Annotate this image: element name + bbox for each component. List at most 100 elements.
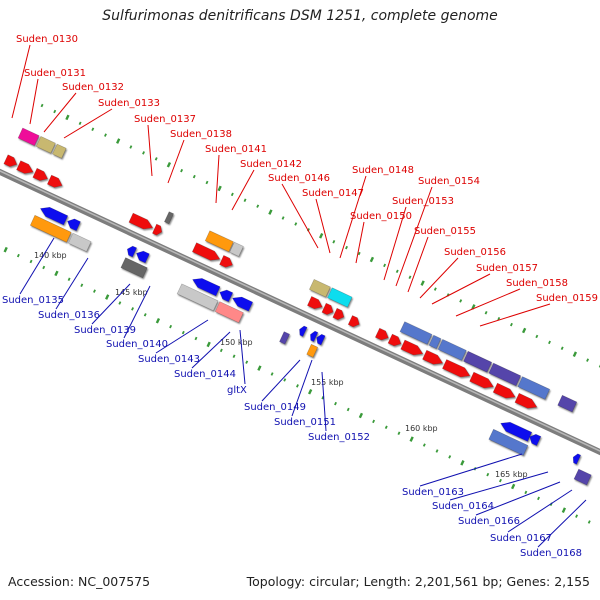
tick-mark — [78, 121, 82, 126]
tick-mark — [484, 311, 488, 315]
tick-mark — [104, 133, 107, 137]
gene-feature — [307, 295, 323, 310]
tick-mark — [586, 358, 590, 362]
tick-mark — [180, 168, 184, 173]
gene-label-forward: Suden_0142 — [240, 159, 302, 170]
gene-label-reverse: Suden_0163 — [402, 487, 464, 498]
gene-feature — [32, 167, 49, 181]
tick-mark — [345, 245, 348, 250]
gene-feature — [306, 343, 319, 358]
tick-mark — [230, 192, 234, 197]
gene-feature — [327, 287, 353, 308]
tick-mark — [395, 269, 399, 274]
leader-line — [55, 257, 89, 310]
gene-label-reverse: Suden_0168 — [520, 548, 582, 559]
gene-label-forward: Suden_0154 — [418, 176, 480, 187]
gene-feature — [437, 339, 467, 361]
tick-mark — [471, 304, 476, 310]
backbone-line — [0, 168, 600, 456]
leader-line — [339, 175, 367, 259]
leader-line — [479, 303, 551, 327]
tick-mark — [245, 360, 249, 364]
gene-label-forward: Suden_0155 — [414, 226, 476, 237]
leader-line — [475, 481, 561, 516]
gene-label-reverse: Suden_0144 — [174, 369, 236, 380]
gene-feature — [309, 279, 331, 298]
tick-mark — [548, 340, 551, 345]
leader-line — [19, 237, 55, 295]
gene-label-forward: Suden_0141 — [205, 144, 267, 155]
gene-label-forward: Suden_0131 — [24, 68, 86, 79]
gene-feature — [299, 325, 308, 337]
leader-line — [123, 285, 151, 339]
gene-label-forward: Suden_0132 — [62, 82, 124, 93]
gene-feature — [219, 289, 234, 303]
gene-feature — [332, 307, 345, 321]
gene-label-forward: Suden_0148 — [352, 165, 414, 176]
tick-mark — [296, 384, 299, 388]
gene-label-forward: Suden_0130 — [16, 34, 78, 45]
tick-mark — [154, 157, 158, 161]
gene-feature — [347, 315, 360, 328]
gene-label-forward: Suden_0153 — [392, 196, 454, 207]
tick-mark — [572, 351, 578, 357]
tick-mark — [155, 317, 161, 324]
leader-line — [315, 198, 331, 254]
leader-line — [155, 319, 209, 354]
tick-mark — [67, 277, 71, 282]
tick-mark — [166, 161, 172, 168]
leader-line — [281, 183, 319, 249]
tick-mark — [283, 378, 287, 382]
gene-feature — [572, 453, 582, 465]
gene-feature — [16, 160, 34, 174]
tick-mark — [535, 334, 539, 339]
gene-labels: Suden_0130Suden_0131Suden_0132Suden_0133… — [2, 34, 598, 559]
tick-mark — [358, 412, 364, 419]
gene-feature — [52, 143, 67, 159]
gene-feature — [46, 174, 63, 188]
tick-mark — [93, 289, 96, 293]
gene-feature — [517, 376, 551, 400]
tick-mark — [408, 275, 412, 279]
gene-feature — [229, 241, 244, 257]
leader-line — [291, 359, 313, 417]
leader-line — [355, 221, 365, 264]
gene-feature — [191, 242, 221, 261]
tick-mark — [116, 138, 121, 144]
gene-label-reverse: Suden_0166 — [458, 516, 520, 527]
gene-feature — [39, 206, 69, 226]
tick-mark — [510, 483, 516, 490]
tick-mark — [369, 256, 375, 263]
leader-line — [431, 273, 491, 305]
gene-feature — [126, 245, 138, 258]
map-title: Sulfurimonas denitrificans DSM 1251, com… — [102, 8, 498, 24]
tick-mark — [499, 478, 502, 483]
gene-feature — [488, 428, 529, 456]
tick-mark — [460, 460, 465, 466]
tick-mark — [257, 365, 262, 371]
tick-mark — [486, 472, 490, 477]
tick-mark — [384, 425, 388, 430]
gene-feature — [204, 230, 234, 253]
gene-feature — [67, 218, 81, 232]
gene-label-forward: Suden_0138 — [170, 129, 232, 140]
tick-mark — [448, 455, 452, 459]
gene-feature — [68, 232, 92, 252]
leader-line — [11, 44, 31, 119]
gene-feature — [3, 154, 18, 167]
leader-line — [507, 489, 573, 533]
tick-mark — [243, 198, 247, 203]
gene-feature — [310, 330, 319, 342]
tick-mark — [346, 407, 350, 412]
leader-line — [419, 453, 523, 487]
tick-mark — [205, 180, 209, 185]
gene-label-forward: Suden_0150 — [350, 211, 412, 222]
tick-mark — [422, 443, 426, 447]
leader-line — [455, 288, 521, 317]
tick-mark — [194, 336, 198, 341]
tick-mark — [129, 145, 133, 149]
gene-feature — [152, 223, 163, 236]
genome-summary: Topology: circular; Length: 2,201,561 bp… — [246, 574, 590, 589]
leader-line — [29, 78, 39, 125]
